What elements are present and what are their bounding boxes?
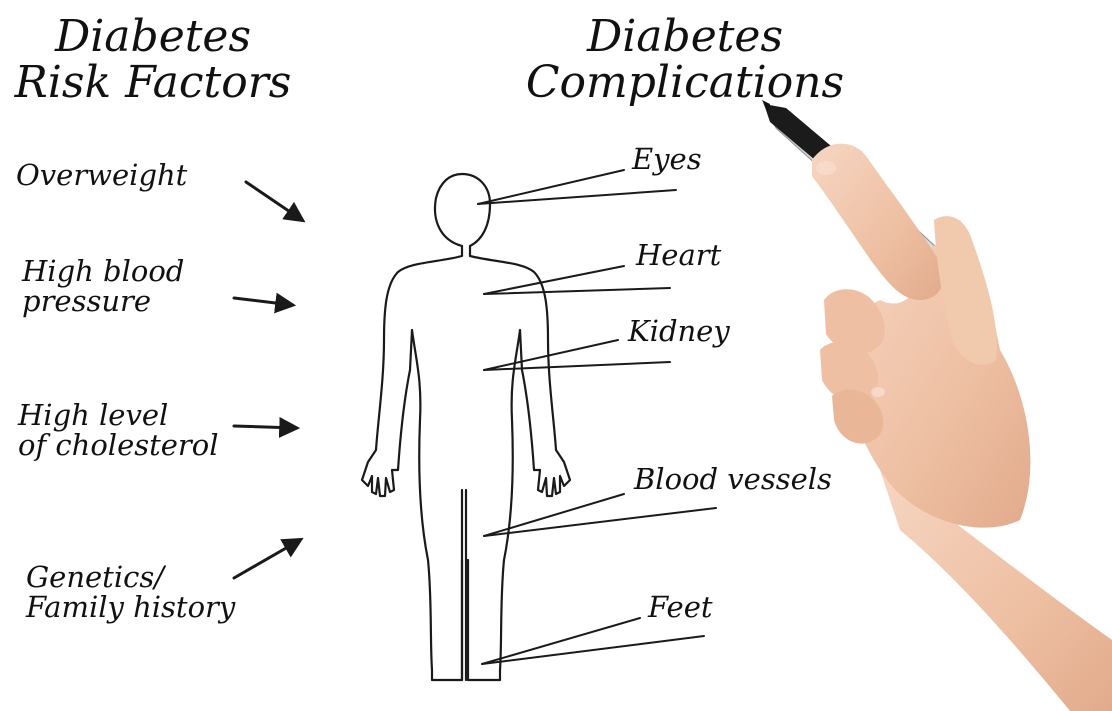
complication-pointers — [478, 170, 716, 664]
human-body-outline — [362, 174, 570, 680]
pointer-feet-b — [482, 636, 704, 664]
arrow-blood-pressure — [234, 298, 292, 305]
pointer-vessels-b — [484, 508, 716, 536]
pointer-feet-a — [482, 618, 640, 664]
arrow-cholesterol — [234, 426, 296, 428]
fingernail — [816, 161, 836, 175]
arrow-overweight — [246, 182, 302, 220]
pointer-vessels-a — [484, 494, 624, 536]
fingernail — [871, 387, 885, 397]
hand-holding-marker — [762, 100, 1112, 711]
arrow-genetics — [234, 540, 300, 578]
